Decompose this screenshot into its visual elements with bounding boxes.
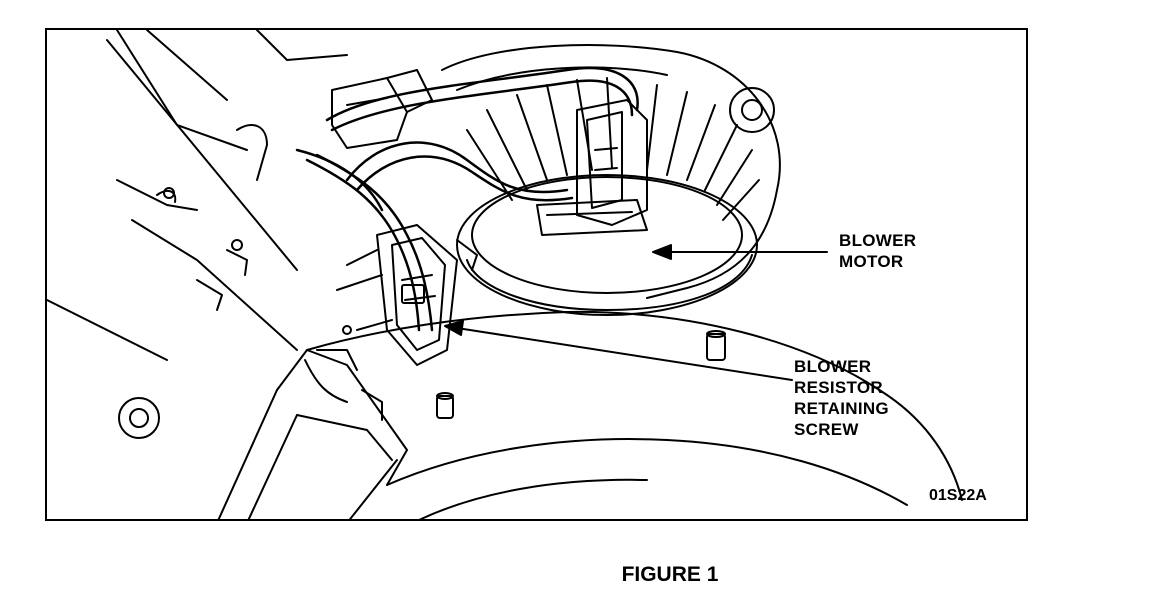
blower-motor-connector [536,99,648,236]
harness-connector [331,69,433,149]
blower-resistor-label-line-1: BLOWER [794,357,872,376]
blower-resistor-label-line-4: SCREW [794,420,859,439]
figure-frame: BLOWER MOTOR BLOWER RESISTOR RETAINING S… [45,28,1028,521]
dash-structure [47,30,348,361]
blower-motor-label: BLOWER MOTOR [839,230,916,272]
blower-resistor-label: BLOWER RESISTOR RETAINING SCREW [794,356,889,440]
blower-resistor-label-line-3: RETAINING [794,399,889,418]
blower-motor-label-line-1: BLOWER [839,231,917,250]
mounting-holes [118,87,775,439]
blower-assembly-illustration [47,30,963,519]
figure-id: 01S22A [929,487,987,504]
blower-resistor-label-line-2: RESISTOR [794,378,883,397]
duct-bracket [217,349,408,519]
callout-leaders [444,244,828,381]
blower-motor-label-line-2: MOTOR [839,252,904,271]
figure-caption: FIGURE 1 [621,563,719,586]
blower-resistor [336,224,478,421]
blower-fan-opening [456,77,760,316]
